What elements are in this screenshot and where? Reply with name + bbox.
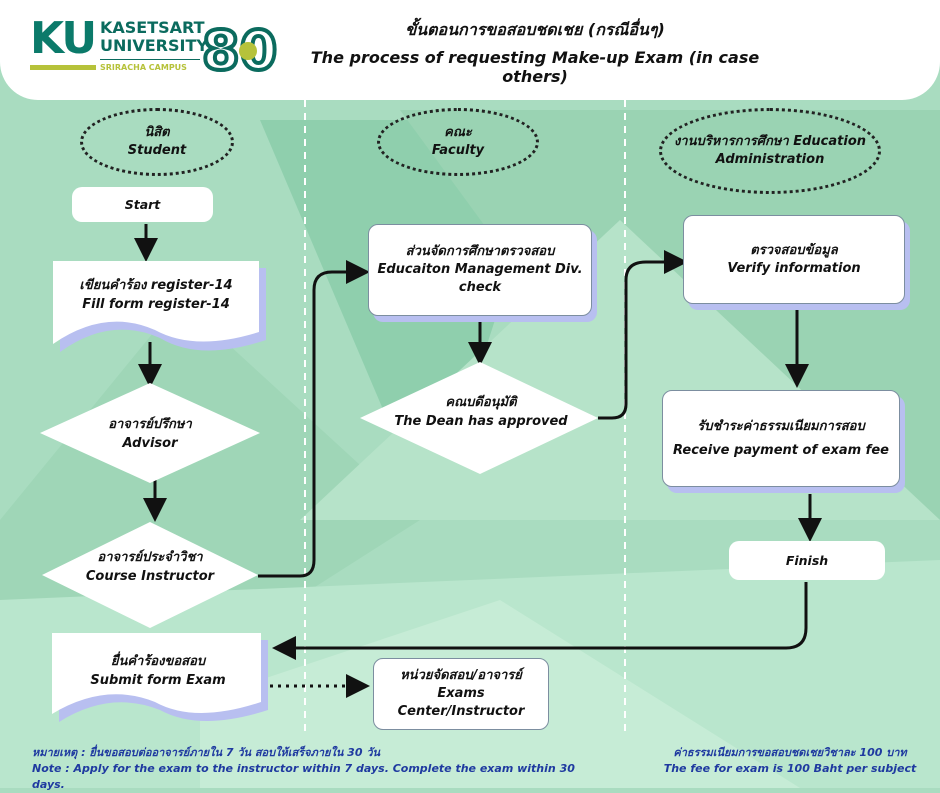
lane-faculty-th: คณะ (444, 125, 472, 140)
advisor-label: อาจารย์ปรึกษา Advisor (108, 417, 192, 451)
footer-note: หมายเหตุ : ยื่นขอสอบต่ออาจารย์ภายใน 7 วั… (32, 745, 592, 793)
lane-student-en: Student (127, 143, 187, 158)
page-title-english: The process of requesting Make-up Exam (… (310, 48, 760, 86)
ku-logo-name: KASETSART UNIVERSITY (100, 18, 208, 55)
payment-th: รับชำระค่าธรรมเนียมการสอบ (697, 418, 865, 434)
arrow-finish-to-submit (272, 582, 808, 660)
lane-student: นิสิต Student (80, 108, 234, 176)
lane-student-th: นิสิต (144, 125, 170, 140)
finish-terminal: Finish (729, 541, 885, 580)
payment-en: Receive payment of exam fee (673, 442, 889, 458)
ku-logo-bar (30, 65, 96, 70)
exam-center-th: หน่วยจัดสอบ/อาจารย์ (400, 668, 522, 683)
anniversary-80-logo: 80 (200, 17, 279, 84)
submit-label: ยื่นคำร้องขอสอบ Submit form Exam (90, 654, 226, 688)
verify-box: ตรวจสอบข้อมูล Verify information (683, 215, 905, 304)
fill-form-doc (53, 261, 259, 344)
note-thai: หมายเหตุ : ยื่นขอสอบต่ออาจารย์ภายใน 7 วั… (32, 746, 381, 759)
edu-check-en1: Educaiton Management Div. (377, 262, 583, 277)
arrow-instructor-to-edu-check (258, 260, 370, 578)
dean-diamond (360, 362, 598, 474)
ku-logo-mark: KU (30, 13, 97, 64)
arrow-dean-to-verify (598, 250, 688, 420)
fill-form-label: เขียนคำร้อง register-14 Fill form regist… (79, 278, 233, 312)
finish-label: Finish (785, 553, 829, 568)
instructor-label: อาจารย์ประจำวิชา Course Instructor (85, 550, 215, 584)
fee-english: The fee for exam is 100 Baht per subject (663, 762, 917, 775)
verify-en: Verify information (727, 260, 861, 276)
advisor-diamond (40, 383, 260, 483)
ku-logo-rule (100, 59, 200, 60)
footer-fee: ค่าธรรมเนียมการขอสอบชดเชยวิชาละ 100 บาท … (640, 745, 940, 777)
start-label: Start (124, 197, 161, 212)
lane-faculty-en: Faculty (431, 143, 485, 158)
start-terminal: Start (72, 187, 213, 222)
exam-center-en: Exams Center/Instructor (397, 686, 525, 719)
lane-faculty: คณะ Faculty (377, 108, 539, 176)
payment-box: รับชำระค่าธรรมเนียมการสอบ Receive paymen… (662, 390, 900, 487)
instructor-diamond (42, 522, 258, 628)
exam-center-box: หน่วยจัดสอบ/อาจารย์ Exams Center/Instruc… (373, 658, 549, 730)
verify-th: ตรวจสอบข้อมูล (750, 242, 838, 258)
ku-logo: KU KASETSART UNIVERSITY SRIRACHA CAMPUS … (18, 7, 280, 85)
note-english: Note : Apply for the exam to the instruc… (32, 762, 575, 791)
lane-education-admin: งานบริหารการศึกษา Education Administrati… (659, 108, 881, 194)
edu-check-en2: check (458, 280, 502, 295)
lane-admin-th: งานบริหารการศึกษา Education (673, 134, 867, 149)
edu-check-th: ส่วนจัดการศึกษาตรวจสอบ (405, 244, 555, 259)
page-title-thai: ขั้นตอนการขอสอบชดเชย (กรณีอื่นๆ) (405, 20, 665, 39)
ku-logo-campus: SRIRACHA CAMPUS (100, 63, 187, 72)
dean-label: คณบดีอนุมัติ The Dean has approved (394, 395, 568, 429)
submit-doc (52, 633, 261, 714)
fee-thai: ค่าธรรมเนียมการขอสอบชดเชยวิชาละ 100 บาท (673, 746, 907, 759)
lane-admin-en: Administration (715, 152, 825, 167)
edu-check-box: ส่วนจัดการศึกษาตรวจสอบ Educaiton Managem… (368, 224, 592, 316)
